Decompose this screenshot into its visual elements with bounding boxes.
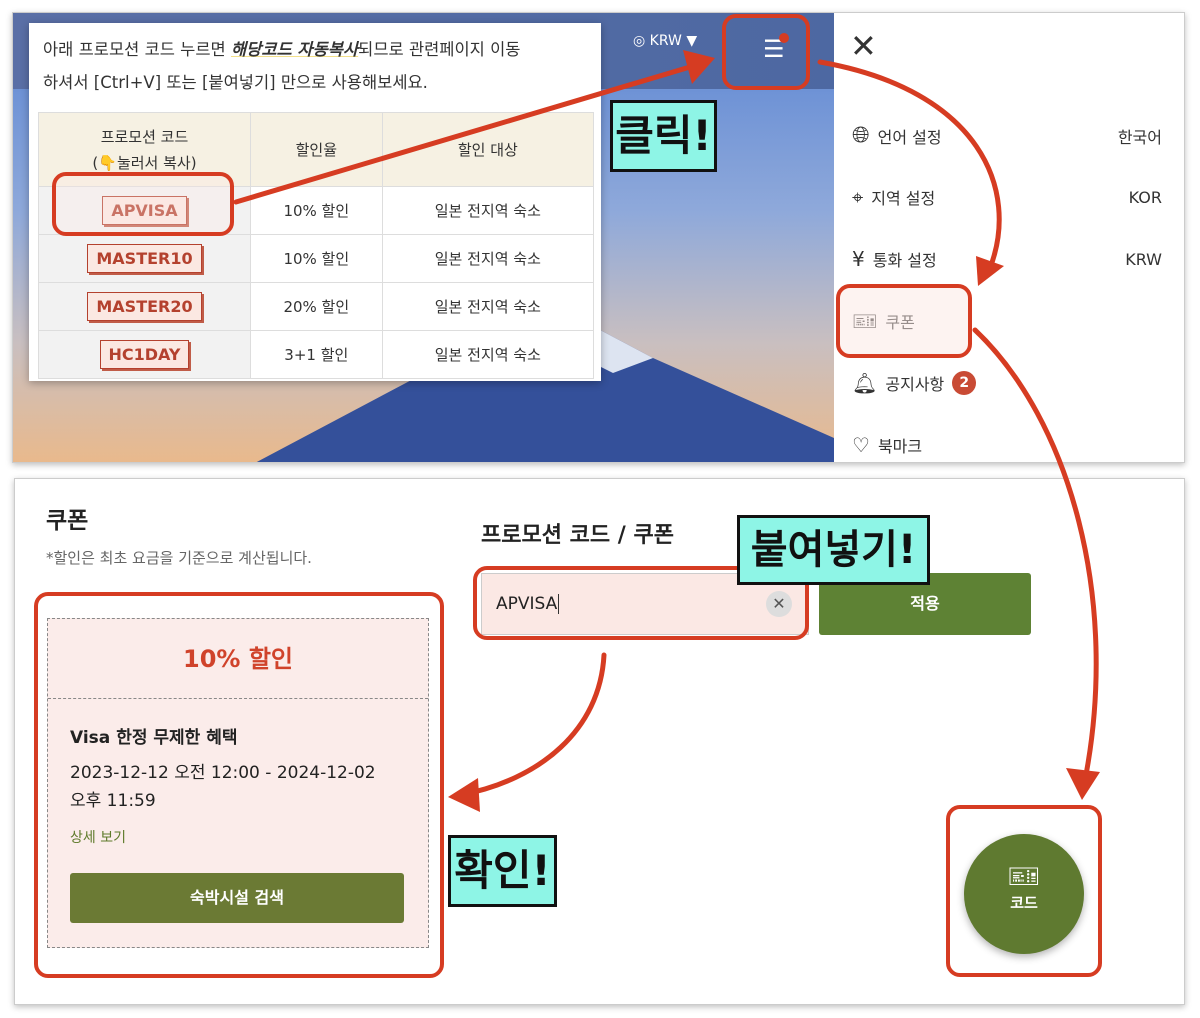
ticket-icon: 🎫︎ (1007, 862, 1041, 892)
header-rate: 할인율 (250, 112, 383, 187)
page-title: 쿠폰 (46, 508, 89, 534)
caret-down-icon: ▼ (686, 33, 698, 49)
heart-icon: ♡ (852, 433, 870, 457)
search-lodging-button[interactable]: 숙박시설 검색 (70, 873, 404, 923)
intro-emphasis: 해당코드 자동복사 (230, 40, 359, 59)
promo-section-title: 프로모션 코드 / 쿠폰 (481, 523, 674, 548)
annotation-box (473, 566, 809, 640)
arrow-input-to-card (457, 652, 607, 798)
currency-selector[interactable]: ◎ KRW ▼ (633, 33, 698, 49)
target-cell: 일본 전지역 숙소 (381, 234, 595, 283)
details-link[interactable]: 상세 보기 (70, 830, 126, 846)
rate-cell: 10% 할인 (250, 234, 383, 283)
intro-text: 되므로 관련페이지 이동 (358, 40, 521, 59)
annotation-box (836, 284, 972, 358)
annotation-box (946, 805, 1102, 977)
notice-badge: 2 (952, 371, 977, 395)
rate-cell: 20% 할인 (250, 282, 383, 331)
coupon-discount: 10% 할인 (48, 619, 428, 699)
promo-code-button[interactable]: HC1DAY (99, 340, 190, 369)
currency-icon: ◎ (633, 33, 650, 49)
arrow-click-to-menu (233, 61, 703, 205)
arrowhead (1066, 768, 1100, 800)
callout-paste: 붙여넣기! (737, 515, 930, 585)
intro-text: 아래 프로모션 코드 누르면 (43, 40, 231, 59)
annotation-box (34, 592, 444, 978)
target-cell: 일본 전지역 숙소 (381, 330, 595, 379)
promo-code-button[interactable]: APVISA (102, 196, 187, 225)
arrow-coupon-to-fab (972, 327, 1099, 783)
promo-code-button[interactable]: MASTER20 (87, 292, 202, 321)
hamburger-menu-button[interactable]: ☰ (763, 33, 789, 63)
menu-icon: ☰ (763, 35, 785, 63)
callout-confirm: 확인! (448, 835, 557, 907)
arrowhead (976, 256, 1004, 286)
rate-cell: 3+1 할인 (250, 330, 383, 379)
globe-icon: 🌐︎ (852, 123, 870, 148)
coupon-page-screenshot: 쿠폰 *할인은 최초 요금을 기준으로 계산됩니다. 프로모션 코드 / 쿠폰 … (14, 478, 1185, 1005)
coupon-name: Visa 한정 무제한 혜택 (70, 728, 238, 748)
currency-icon: ¥ (852, 247, 865, 271)
close-icon[interactable]: ✕ (850, 27, 877, 65)
notification-dot (779, 33, 789, 43)
annotation-box (52, 172, 234, 236)
rate-cell: 10% 할인 (250, 186, 383, 235)
annotation-box (722, 14, 810, 90)
callout-click: 클릭! (610, 100, 717, 172)
coupon-card: 10% 할인 Visa 한정 무제한 혜택 2023-12-12 오전 12:0… (47, 618, 429, 948)
clear-icon[interactable]: ✕ (766, 591, 792, 617)
hero-image: ◎ KRW ▼ ☰ 아래 프로모션 코드 누르면 해당코드 자동복사되므로 관련… (13, 13, 834, 462)
target-cell: 일본 전지역 숙소 (381, 282, 595, 331)
arrowhead (448, 778, 480, 812)
map-pin-icon: ⌖ (852, 185, 864, 209)
arrow-menu-to-coupon (817, 59, 1002, 271)
top-screenshot: ◎ KRW ▼ ☰ 아래 프로모션 코드 누르면 해당코드 자동복사되므로 관련… (12, 12, 1185, 463)
discount-note: *할인은 최초 요금을 기준으로 계산됩니다. (46, 549, 312, 567)
promo-code-button[interactable]: MASTER10 (87, 244, 202, 273)
intro-text: 하셔서 [Ctrl+V] 또는 [붙여넣기] 만으로 사용해보세요. (43, 73, 428, 92)
arrowhead (683, 50, 715, 84)
bell-icon: 🔔︎ (852, 371, 878, 395)
menu-item-bookmark[interactable]: ♡북마크 (852, 433, 923, 457)
code-fab-button[interactable]: 🎫︎코드 (964, 834, 1084, 954)
